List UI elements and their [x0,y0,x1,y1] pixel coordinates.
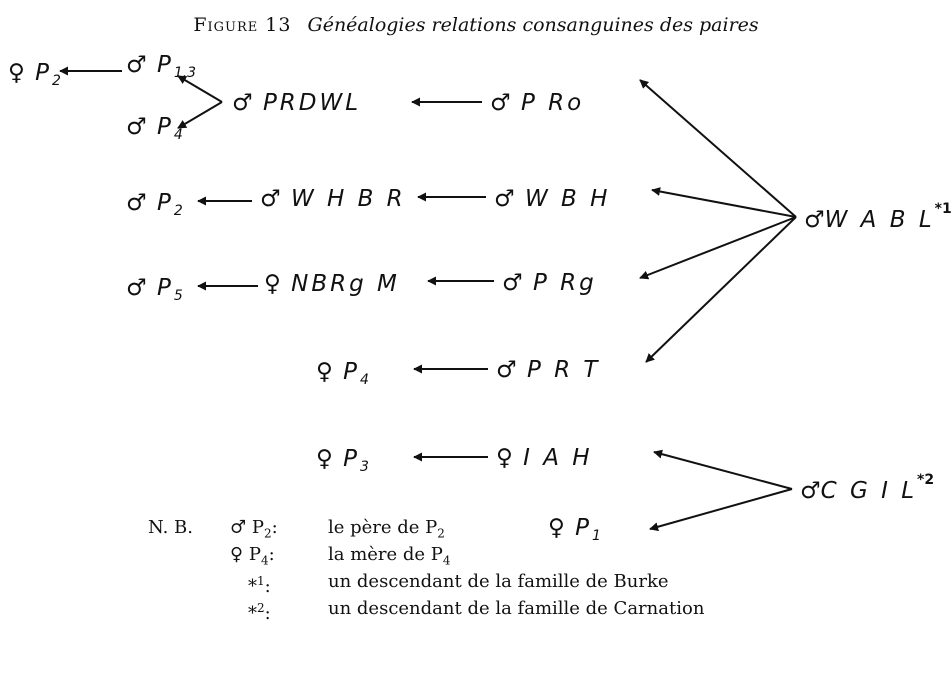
node-p5: ♂ P5 [126,275,183,304]
node-p4-female: ♀ P4 [316,359,369,388]
node-prt: ♂ P R T [496,357,600,383]
node-p13: ♂ P1.3 [126,52,196,81]
edge-prdwl-to-p4 [177,101,223,129]
note-key: *1: [248,574,271,597]
edge-wabl-to-pro [639,79,797,218]
figure-label: Figure 13 [193,14,292,36]
edges [59,66,797,532]
note-definition: un descendant de la famille de Burke [328,571,669,592]
nodes: ♀ P2 ♂ P1.3 ♂ P4 ♂ PRDWL ♂ P Ro ♂ P2 ♂ W… [8,52,952,544]
node-p2-male: ♂ P2 [126,190,183,219]
edge-cgil-to-p1 [649,488,793,532]
note-definition: le père de P2 [328,517,445,541]
edge-wabl-to-prt [645,216,797,363]
node-nbrgm: ♀ NBRg M [264,271,400,297]
edge-cgil-to-iah [653,449,793,490]
figure-title: Figure 13 Généalogies relations consangu… [0,14,952,36]
node-iah: ♀ I A H [496,445,593,471]
note-definition: un descendant de la famille de Carnation [328,598,705,619]
figure-caption: Généalogies relations consanguines des p… [307,14,759,36]
note-key: ♀ P4: [230,544,275,568]
node-p2-female: ♀ P2 [8,60,61,89]
node-prg: ♂ P Rg [502,270,597,296]
node-wbh: ♂ W B H [494,186,610,212]
node-cgil: ♂C G I L*2 [800,472,934,504]
note-definition: la mère de P4 [328,544,451,568]
edge-wabl-to-prg [639,216,797,280]
node-wabl: ♂W A B L*1 [804,201,952,233]
note-key: *2: [248,601,271,624]
note-key: ♂ P2: [230,517,278,541]
node-pro: ♂ P Ro [490,90,584,116]
edge-wabl-to-wbh [651,187,797,218]
node-prdwl: ♂ PRDWL [232,90,361,116]
note-nb-label: N. B. [148,517,193,538]
edge-prdwl-to-p13 [177,75,223,103]
node-p3: ♀ P3 [316,446,369,475]
node-p4-male: ♂ P4 [126,114,183,143]
node-whbr: ♂ W H B R [260,186,406,212]
node-p1: ♀ P1 [548,515,601,544]
